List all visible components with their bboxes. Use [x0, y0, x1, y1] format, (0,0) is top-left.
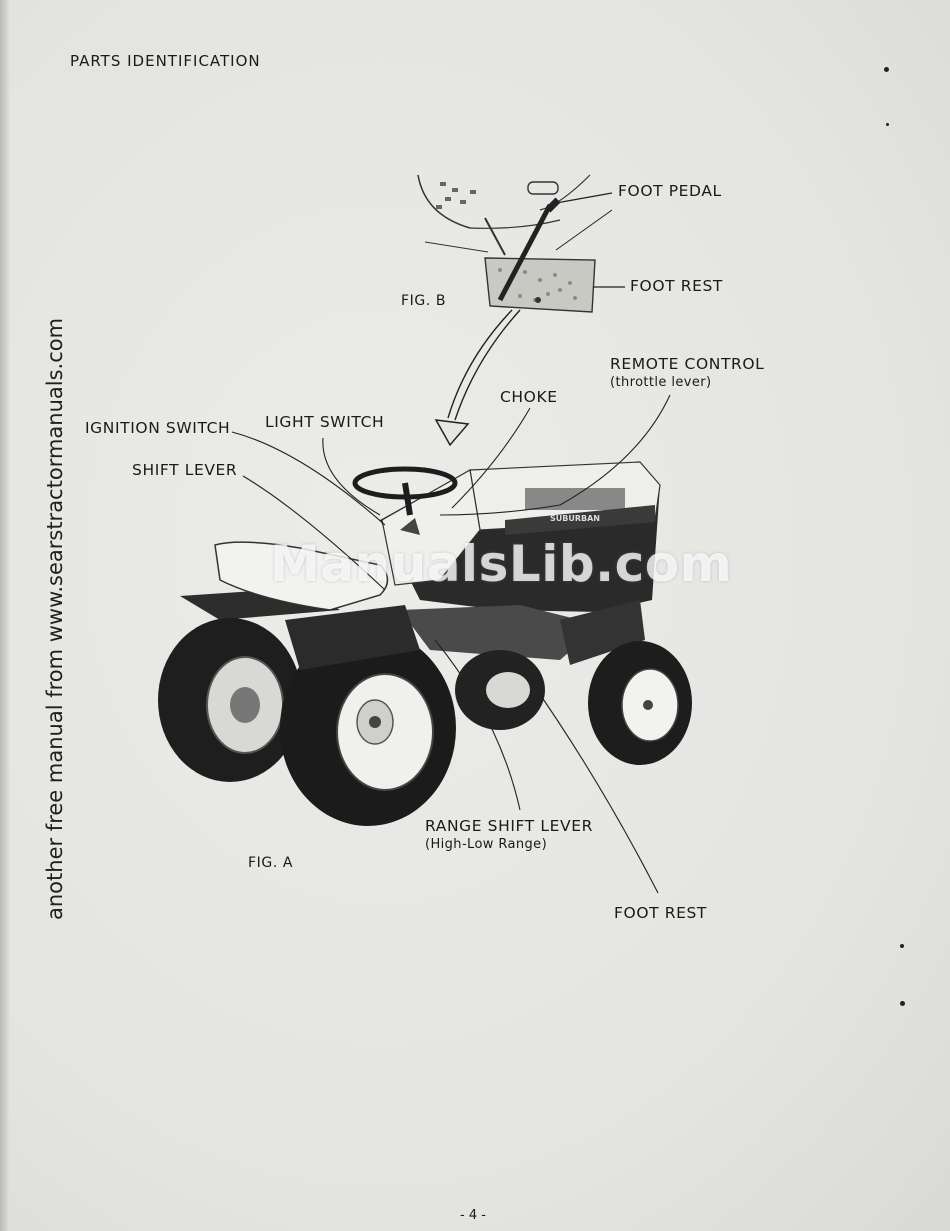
label-foot-rest-bottom: FOOT REST [614, 906, 707, 922]
scan-speck [886, 123, 889, 126]
label-remote-control: REMOTE CONTROL [610, 357, 764, 373]
scan-speck [900, 1001, 905, 1006]
label-ignition-switch: IGNITION SWITCH [85, 421, 230, 437]
label-foot-rest-top: FOOT REST [630, 279, 723, 295]
label-remote-control-sub: (throttle lever) [610, 376, 711, 389]
label-shift-lever: SHIFT LEVER [132, 463, 237, 479]
label-choke: CHOKE [500, 390, 558, 406]
label-light-switch: LIGHT SWITCH [265, 415, 384, 431]
page-number: - 4 - [460, 1208, 486, 1223]
scan-speck [884, 67, 889, 72]
tractor-badge: SUBURBAN [550, 514, 600, 523]
label-foot-pedal: FOOT PEDAL [618, 184, 722, 200]
label-range-shift-sub: (High-Low Range) [425, 838, 547, 851]
scan-speck [900, 944, 904, 948]
watermark: ManualsLib.com [270, 535, 732, 593]
fig-a-caption: FIG. A [248, 856, 293, 870]
label-range-shift-lever: RANGE SHIFT LEVER [425, 819, 593, 835]
fig-b-caption: FIG. B [401, 294, 446, 308]
